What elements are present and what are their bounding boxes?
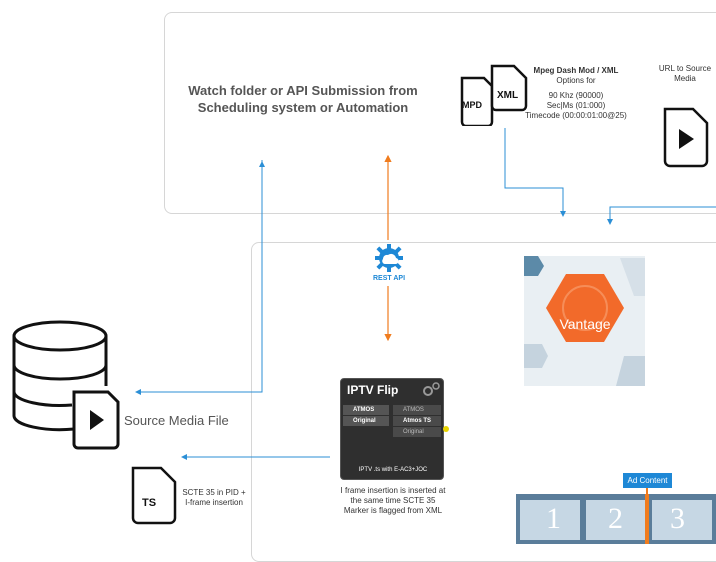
ts-file-label: TS — [142, 497, 157, 509]
frame-number: 3 — [670, 502, 685, 535]
submission-panel — [164, 12, 716, 214]
frame-number: 2 — [608, 502, 623, 535]
iframe-caption: I frame insertion is inserted at the sam… — [340, 486, 446, 515]
iptv-output-row: Atmos TS — [393, 416, 441, 426]
iptv-flip-title: IPTV Flip — [347, 383, 399, 397]
ad-filmstrip: 1 2 3 — [516, 494, 716, 544]
iptv-output-list: ATMOS Atmos TS Original — [393, 405, 441, 437]
film-frame — [652, 500, 712, 540]
url-to-source-label: URL to Source Media — [658, 64, 712, 83]
scte-caption: SCTE 35 in PID + I-frame insertion — [182, 488, 246, 507]
rest-api-icon — [375, 244, 403, 272]
ad-insertion-marker — [645, 494, 649, 544]
frame-number: 1 — [546, 502, 561, 535]
mpeg-dash-options: Mpeg Dash Mod / XML Options for 90 Khz (… — [520, 66, 632, 121]
video-file-icon — [663, 107, 709, 168]
rest-api-label: REST API — [372, 275, 406, 282]
iptv-flip-footer: IPTV .ts with E-AC3+JOC — [358, 467, 428, 473]
mpd-label: MPD — [462, 100, 482, 110]
iptv-flip-node: IPTV Flip ATMOS Original ATMOS Atmos TS … — [340, 378, 444, 480]
source-media-label: Source Media File — [124, 413, 229, 428]
iptv-input-row: ATMOS — [343, 405, 389, 415]
mpeg-option-line: 90 Khz (90000) — [548, 91, 604, 100]
gears-icon — [423, 382, 440, 396]
mpeg-option-line: Timecode (00:00:01:00@25) — [525, 111, 627, 120]
iptv-output-row: Original — [393, 427, 441, 437]
film-frame — [586, 500, 646, 540]
output-port — [443, 426, 449, 432]
mpeg-dash-title: Mpeg Dash Mod / XML — [533, 66, 619, 75]
xml-label: XML — [497, 90, 519, 101]
watch-folder-title: Watch folder or API Submission from Sche… — [188, 83, 418, 115]
vantage-hexagon-graphic — [524, 256, 645, 386]
vantage-logo-panel: Vantage — [524, 256, 645, 386]
film-frame — [520, 500, 580, 540]
vantage-label: Vantage — [559, 316, 611, 332]
database-icon — [12, 320, 120, 450]
mpeg-option-line: Sec|Ms (01:000) — [546, 101, 606, 110]
mpeg-option-line: Options for — [556, 76, 596, 85]
iptv-output-row: ATMOS — [393, 405, 441, 415]
ts-file-icon — [131, 466, 177, 525]
mpd-xml-file-icons — [460, 64, 528, 126]
iptv-input-row: Original — [343, 416, 389, 426]
ad-content-box: Ad Content — [623, 473, 672, 488]
iptv-input-list: ATMOS Original — [343, 405, 389, 426]
